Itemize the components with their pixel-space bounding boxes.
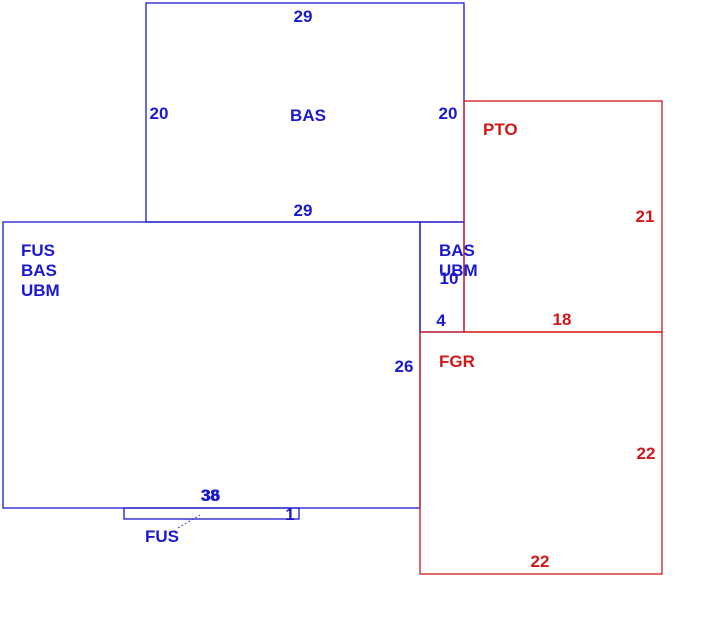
main-dim-bottom-a: 38 xyxy=(201,486,220,505)
strip-area-code-1: BAS xyxy=(439,241,475,260)
main-area-code-2: BAS xyxy=(21,261,57,280)
top-dim-bottom: 29 xyxy=(294,201,313,220)
leader-line xyxy=(177,514,201,529)
main-area-code-1: FUS xyxy=(21,241,55,260)
pto-dim-bottom: 18 xyxy=(553,310,572,329)
top-dim-top: 29 xyxy=(294,7,313,26)
fgr-dim-right: 22 xyxy=(637,444,656,463)
small-area-code: FUS xyxy=(145,527,179,546)
top-dim-left: 20 xyxy=(150,104,169,123)
fgr-outline xyxy=(419,331,663,575)
small-dim: 1 xyxy=(285,505,294,524)
fgr-dim-bottom: 22 xyxy=(531,552,550,571)
main-dim-bottom-b: 36 xyxy=(202,486,221,505)
strip-dim-bottom: 4 xyxy=(436,311,446,330)
main-area-code-3: UBM xyxy=(21,281,60,300)
main-fus-outline xyxy=(2,221,421,509)
main-dim-right: 26 xyxy=(395,357,414,376)
top-dim-right: 20 xyxy=(439,104,458,123)
strip-dim-side: 10 xyxy=(440,269,459,288)
fgr-area-code: FGR xyxy=(439,352,475,371)
pto-area-code: PTO xyxy=(483,120,518,139)
strip-area-code-2: UBM xyxy=(439,261,478,280)
top-area-code: BAS xyxy=(290,106,326,125)
small-fus-outline xyxy=(123,507,300,520)
pto-dim-right: 21 xyxy=(636,207,655,226)
